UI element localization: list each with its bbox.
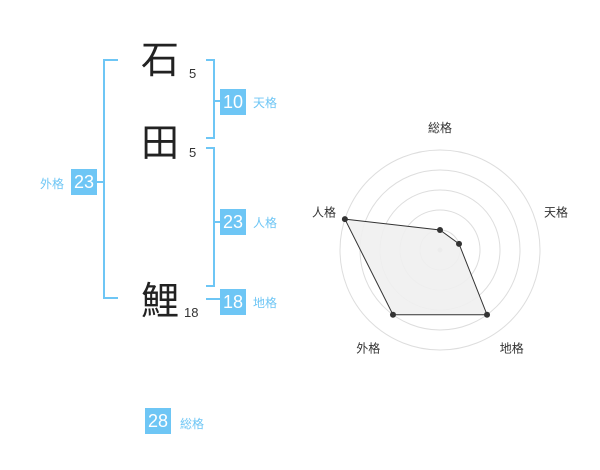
radar-point-0 bbox=[437, 227, 443, 233]
radar-ring-5 bbox=[339, 149, 541, 351]
gaikaku-label: 外格 bbox=[40, 177, 65, 191]
jinkaku-value: 23 bbox=[220, 209, 247, 235]
name-char-1-strokes: 5 bbox=[189, 66, 197, 81]
soukaku-value: 28 bbox=[145, 408, 172, 434]
radar-axis-label-2: 地格 bbox=[500, 341, 524, 356]
radar-axis-label-1: 天格 bbox=[544, 204, 568, 219]
radar-point-2 bbox=[484, 311, 491, 318]
radar-axis-label-3: 外格 bbox=[356, 341, 380, 356]
radar-point-1 bbox=[456, 240, 463, 247]
jinkaku-bracket bbox=[206, 147, 215, 287]
radar-axis-label-0: 総格 bbox=[428, 120, 452, 135]
tenkaku-label: 天格 bbox=[253, 96, 278, 110]
radar-points bbox=[341, 216, 491, 318]
gaikaku-bracket bbox=[103, 59, 118, 299]
radar-point-3 bbox=[389, 311, 396, 318]
gaikaku-value: 23 bbox=[71, 169, 98, 195]
tenkaku-bracket bbox=[206, 59, 215, 139]
name-char-2: 田 bbox=[141, 121, 180, 165]
radar-point-4 bbox=[341, 216, 348, 223]
tenkaku-value: 10 bbox=[220, 89, 247, 115]
soukaku-label: 総格 bbox=[180, 417, 205, 431]
name-char-3-strokes: 18 bbox=[184, 305, 199, 320]
name-char-1: 石 bbox=[141, 38, 180, 82]
radar-series bbox=[344, 218, 488, 316]
name-char-3: 鯉 bbox=[141, 279, 180, 323]
jinkaku-label: 人格 bbox=[253, 216, 278, 230]
chikaku-label: 地格 bbox=[253, 296, 278, 310]
name-char-2-strokes: 5 bbox=[189, 145, 197, 160]
radar-axis-label-4: 人格 bbox=[312, 204, 336, 219]
chikaku-value: 18 bbox=[220, 289, 247, 315]
